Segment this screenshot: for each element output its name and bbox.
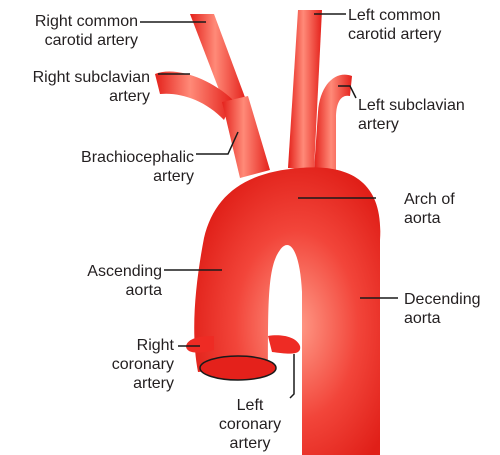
label-right-subclavian: Right subclavian artery <box>32 69 150 105</box>
label-left-coronary: Left coronary artery <box>218 397 282 452</box>
label-left-common-carotid: Left common carotid artery <box>348 7 442 43</box>
label-arch-of-aorta: Arch of aorta <box>404 191 455 227</box>
left-coronary-vessel <box>268 335 301 354</box>
right-coronary-vessel <box>186 336 214 353</box>
left-subclavian-vessel <box>314 74 352 172</box>
aortic-root-opening <box>199 355 277 381</box>
left-common-carotid-vessel <box>288 10 322 170</box>
label-right-coronary: Right coronary artery <box>111 337 174 392</box>
label-left-subclavian: Left subclavian artery <box>358 97 465 133</box>
right-subclavian-vessel <box>155 71 233 120</box>
label-decending-aorta: Decending aorta <box>404 291 481 327</box>
leader-brachiocephalic <box>196 131 239 155</box>
brachiocephalic-vessel <box>222 96 270 178</box>
leader-left-subclavian <box>338 85 357 99</box>
right-common-carotid-vessel <box>190 14 246 108</box>
leader-left-coronary <box>289 354 295 399</box>
label-brachiocephalic: Brachiocephalic artery <box>81 149 194 185</box>
label-right-common-carotid: Right common carotid artery <box>34 13 138 49</box>
leader-lines <box>140 13 398 399</box>
aorta-arch-vessel <box>194 167 381 455</box>
label-ascending-aorta: Ascending aorta <box>87 263 162 299</box>
